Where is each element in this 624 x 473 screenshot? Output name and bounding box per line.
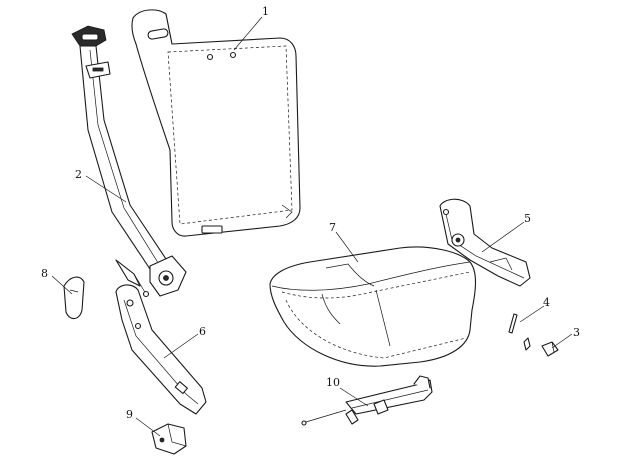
leader-lines — [51, 16, 573, 437]
seat-belt-part — [71, 25, 187, 298]
trim-cover-part — [63, 276, 85, 320]
pin-part — [508, 313, 531, 351]
seat-cushion-part — [269, 246, 477, 367]
callout-4: 4 — [543, 296, 550, 309]
callout-10: 10 — [326, 376, 340, 389]
callout-7: 7 — [329, 221, 336, 234]
callout-3: 3 — [573, 326, 580, 339]
callout-labels: 1 2 3 4 5 6 7 8 9 10 — [41, 5, 580, 421]
callout-5: 5 — [524, 212, 531, 225]
callout-1: 1 — [262, 5, 269, 18]
callout-2: 2 — [75, 168, 82, 181]
seat-back-part — [131, 9, 301, 237]
callout-9: 9 — [126, 408, 133, 421]
callout-6: 6 — [199, 325, 206, 338]
clip-part — [541, 341, 559, 357]
callout-8: 8 — [41, 267, 48, 280]
right-side-frame-part — [439, 198, 531, 287]
bracket-part — [151, 423, 187, 455]
adjuster-rail-part — [301, 375, 433, 426]
left-side-frame-part — [115, 284, 207, 415]
